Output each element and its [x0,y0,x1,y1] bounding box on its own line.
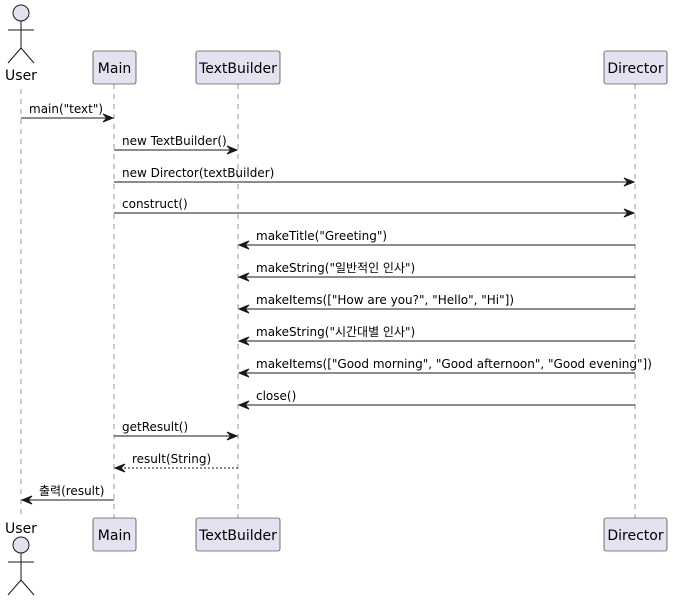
actor-user-top: User [5,4,37,84]
participant-main-bottom: Main [92,517,137,552]
participant-label: Director [607,61,663,77]
participant-main-top: Main [92,50,137,85]
actor-head-icon [12,4,30,22]
message-4: construct() [114,197,636,218]
participant-label: TextBuilder [198,61,277,77]
arrowhead-icon [237,400,250,410]
message-8: makeString("시간대별 인사") [237,325,635,346]
participant-label: Main [98,61,131,77]
message-11: getResult() [114,420,239,441]
arrowhead-icon [237,368,250,378]
participant-director-top: Director [603,50,668,85]
message-13: 출력(result) [20,484,114,505]
participant-label: TextBuilder [198,528,277,544]
arrowhead-icon [237,336,250,346]
message-label: makeItems(["How are you?", "Hello", "Hi"… [256,293,514,307]
message-label: makeItems(["Good morning", "Good afterno… [256,357,652,371]
message-label: main("text") [29,102,103,116]
message-label: makeTitle("Greeting") [256,229,387,243]
arrowhead-icon [623,177,636,187]
arrowhead-icon [20,495,33,505]
arrowhead-icon [237,272,250,282]
actor-head-icon [12,536,30,554]
arrowhead-icon [226,431,239,441]
message-9: makeItems(["Good morning", "Good afterno… [237,357,652,378]
arrowhead-icon [623,208,636,218]
message-6: makeString("일반적인 인사") [237,261,635,282]
participant-director-bottom: Director [603,517,668,552]
message-label: construct() [122,197,188,211]
messages-group: main("text") new TextBuilder() new Directo… [20,102,652,505]
message-label: new TextBuilder() [122,134,227,148]
participant-textbuilder-top: TextBuilder [195,50,281,85]
message-label: result(String) [132,452,211,466]
participant-label: Main [98,528,131,544]
participant-textbuilder-bottom: TextBuilder [195,517,281,552]
arrowhead-icon [113,463,126,473]
message-label: new Director(textBuilder) [122,166,274,180]
message-5: makeTitle("Greeting") [237,229,635,250]
actor-label: User [5,68,37,84]
message-10: close() [237,389,635,410]
participant-label: Director [607,528,663,544]
message-label: makeString("일반적인 인사") [256,261,415,275]
message-2: new TextBuilder() [114,134,239,155]
arrowhead-icon [237,240,250,250]
message-label: getResult() [122,420,188,434]
message-label: close() [256,389,296,403]
message-7: makeItems(["How are you?", "Hello", "Hi"… [237,293,635,314]
arrowhead-icon [237,304,250,314]
arrowhead-icon [102,113,115,123]
message-label: makeString("시간대별 인사") [256,325,415,339]
message-3: new Director(textBuilder) [114,166,636,187]
message-1: main("text") [21,102,115,123]
actor-user-bottom: User [5,521,37,596]
arrowhead-icon [226,145,239,155]
message-label: 출력(result) [39,484,104,498]
actor-label: User [5,521,37,537]
message-12: result(String) [113,452,238,473]
